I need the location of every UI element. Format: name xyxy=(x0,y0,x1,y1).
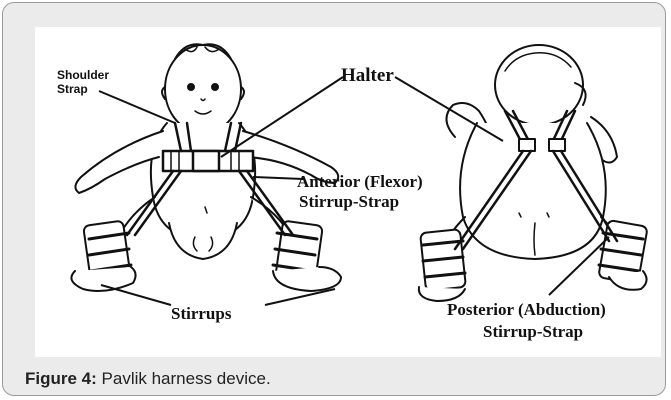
label-anterior-line1: Anterior (Flexor) xyxy=(297,172,423,191)
stirrup-pointer-left xyxy=(101,285,171,305)
label-shoulder-strap-line2: Strap xyxy=(57,82,88,96)
halter-pointer-back xyxy=(395,77,503,141)
figure-caption: Figure 4: Pavlik harness device. xyxy=(25,369,271,389)
label-halter: Halter xyxy=(341,65,394,86)
label-posterior-line2: Stirrup-Strap xyxy=(483,322,583,341)
figure-caption-text: Pavlik harness device. xyxy=(102,369,271,388)
figure-illustration: Shoulder Strap Halter Anterior (Flexor) … xyxy=(35,27,661,357)
stirrup-pointer-right xyxy=(265,289,335,305)
front-view-baby xyxy=(71,44,341,291)
pavlik-harness-diagram: Shoulder Strap Halter Anterior (Flexor) … xyxy=(35,27,661,357)
figure-frame: Shoulder Strap Halter Anterior (Flexor) … xyxy=(2,2,666,396)
label-anterior-line2: Stirrup-Strap xyxy=(299,192,399,211)
anterior-strap-pointer xyxy=(253,177,303,179)
label-posterior-line1: Posterior (Abduction) xyxy=(447,300,606,319)
back-view-baby xyxy=(419,45,648,301)
label-shoulder-strap-line1: Shoulder xyxy=(57,68,109,82)
label-stirrups: Stirrups xyxy=(171,304,232,323)
figure-caption-label: Figure 4: xyxy=(25,369,97,388)
